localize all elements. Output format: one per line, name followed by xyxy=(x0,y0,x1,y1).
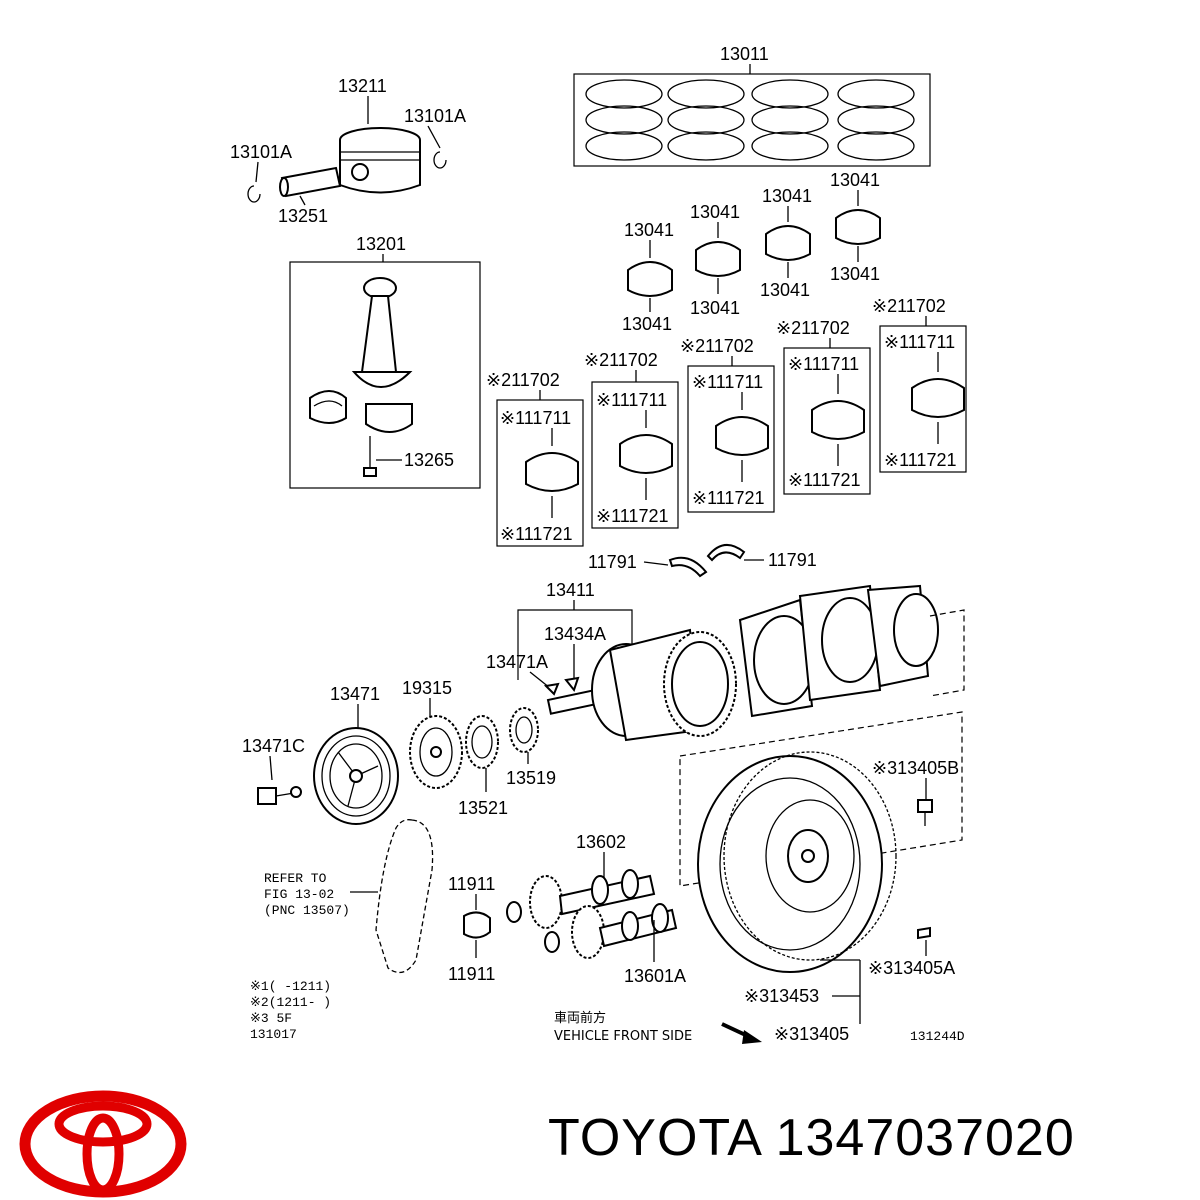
camshaft-bearing xyxy=(463,911,491,939)
label-13471C: 13471C xyxy=(242,736,305,756)
main-bearing-set-1: ※211702 ※111711 ※111721 xyxy=(486,370,584,547)
label-13041-d: 13041 xyxy=(690,298,740,318)
label-11702-1: ※211702 xyxy=(486,370,560,390)
refer-line-1: REFER TO xyxy=(264,871,327,886)
label-11791-right: 11791 xyxy=(768,550,817,570)
label-13471A: 13471A xyxy=(486,652,548,672)
main-bearing-set-2: ※211702 ※111711 ※111721 xyxy=(584,350,679,529)
label-11711-3: ※111711 xyxy=(692,372,763,392)
flywheel-bolt xyxy=(917,799,933,826)
code-right: 131244D xyxy=(910,1029,965,1044)
label-13101A-left: 13101A xyxy=(230,142,292,162)
label-13201: 13201 xyxy=(356,234,406,254)
label-13251: 13251 xyxy=(278,206,328,226)
note-2: ※2(1211- ) xyxy=(250,995,331,1010)
label-11702-3: ※211702 xyxy=(680,336,754,356)
label-11702-4: ※211702 xyxy=(776,318,850,338)
snap-ring-left xyxy=(247,185,261,203)
arrow-icon xyxy=(721,1022,762,1044)
refer-line-3: (PNC 13507) xyxy=(264,903,350,918)
connecting-rod-box xyxy=(289,261,481,489)
main-bearing-set-5: ※211702 ※111711 ※111721 xyxy=(872,296,967,473)
label-13519: 13519 xyxy=(506,768,556,788)
label-11711-5: ※111711 xyxy=(884,332,955,352)
thrust-washer-right xyxy=(706,544,746,562)
piston-pin xyxy=(279,166,342,198)
refer-line-2: FIG 13-02 xyxy=(264,887,334,902)
label-13521: 13521 xyxy=(458,798,508,818)
label-13011: 13011 xyxy=(720,44,769,64)
brand-part-number: TOYOTA 1347037020 xyxy=(548,1109,1075,1167)
code-left: 131017 xyxy=(250,1027,297,1042)
key-13434A xyxy=(564,676,580,693)
note-1: ※1( -1211) xyxy=(250,979,331,994)
label-13405A: ※313405A xyxy=(868,958,955,978)
sprocket-13519 xyxy=(509,707,539,753)
sensor-plate-19315 xyxy=(409,715,463,789)
note-3: ※3 5F xyxy=(250,1011,292,1026)
label-13265: 13265 xyxy=(404,450,454,470)
timing-chain xyxy=(375,819,434,974)
pulley-bolt xyxy=(257,786,302,805)
knock-pin xyxy=(917,926,931,940)
label-13405B: ※313405B xyxy=(872,758,959,778)
label-11791-left: 11791 xyxy=(588,552,637,572)
snap-ring-right xyxy=(433,151,447,169)
camshaft-13601A xyxy=(544,903,678,959)
toyota-logo-icon xyxy=(19,1090,187,1198)
label-11702-2: ※211702 xyxy=(584,350,658,370)
label-11711-1: ※111711 xyxy=(500,408,571,428)
label-13041-h: 13041 xyxy=(830,264,880,284)
thrust-washer-left xyxy=(668,556,708,578)
label-11721-1: ※111721 xyxy=(500,524,572,544)
key-13471A xyxy=(543,682,560,696)
label-13411: 13411 xyxy=(546,580,595,600)
label-13471: 13471 xyxy=(330,684,380,704)
label-13041-c: 13041 xyxy=(690,202,740,222)
label-11721-4: ※111721 xyxy=(788,470,860,490)
label-13601A: 13601A xyxy=(624,966,686,986)
main-bearing-set-3: ※211702 ※111711 ※111721 xyxy=(680,336,775,513)
label-13041-f: 13041 xyxy=(760,280,810,300)
label-11721-2: ※111721 xyxy=(596,506,668,526)
label-13041-b: 13041 xyxy=(622,314,672,334)
camshaft-13602 xyxy=(506,869,656,929)
label-11711-4: ※111711 xyxy=(788,354,859,374)
label-11911-top: 11911 xyxy=(448,874,495,894)
piston xyxy=(339,127,421,194)
piston-ring-set-box xyxy=(573,73,931,167)
label-13405: ※313405 xyxy=(774,1024,849,1044)
label-11911-bottom: 11911 xyxy=(448,964,495,984)
label-19315: 19315 xyxy=(402,678,452,698)
crankshaft xyxy=(546,584,939,742)
sprocket-13521 xyxy=(465,715,499,769)
vehicle-front-jp: 車両前方 xyxy=(554,1010,606,1026)
label-11711-2: ※111711 xyxy=(596,390,667,410)
label-11702-5: ※211702 xyxy=(872,296,946,316)
label-13211: 13211 xyxy=(338,76,387,96)
label-13434A: 13434A xyxy=(544,624,606,644)
connecting-rod xyxy=(309,277,413,433)
label-13101A-right: 13101A xyxy=(404,106,466,126)
piston-ring-set xyxy=(585,79,915,161)
label-13041-a: 13041 xyxy=(624,220,674,240)
label-11721-5: ※111721 xyxy=(884,450,956,470)
label-13602: 13602 xyxy=(576,832,626,852)
label-13453: ※313453 xyxy=(744,986,819,1006)
label-13041-g: 13041 xyxy=(830,170,880,190)
label-13041-e: 13041 xyxy=(762,186,812,206)
vehicle-front-en: VEHICLE FRONT SIDE xyxy=(554,1029,692,1044)
rod-bearings: 13041 13041 13041 13041 13041 13041 1304… xyxy=(622,170,881,334)
main-bearing-set-4: ※211702 ※111711 ※111721 xyxy=(776,318,871,495)
label-11721-3: ※111721 xyxy=(692,488,764,508)
crankshaft-pulley xyxy=(313,727,399,825)
flywheel xyxy=(697,751,897,973)
